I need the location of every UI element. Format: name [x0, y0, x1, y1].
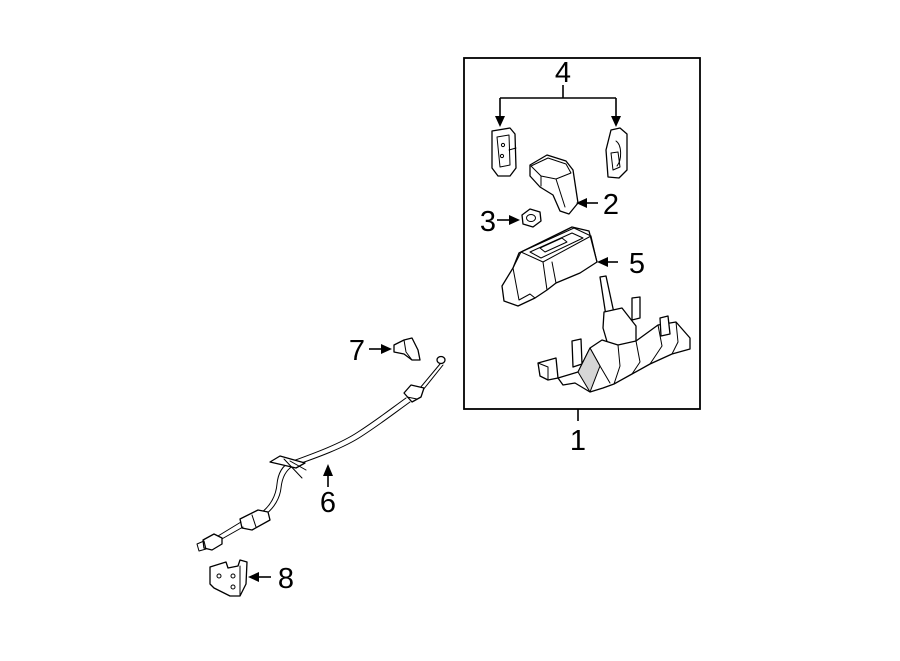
callout-5: 5 [629, 248, 645, 280]
callout-2: 2 [603, 189, 619, 221]
shifter-base [537, 275, 691, 393]
callout-1: 1 [570, 425, 586, 457]
callout-4-bracket [495, 85, 621, 127]
assembly-frame [463, 57, 701, 410]
shift-cable [196, 355, 446, 552]
hex-nut [521, 208, 542, 228]
callout-7: 7 [349, 335, 365, 367]
callout-8: 8 [278, 563, 294, 595]
cable-clip [393, 337, 421, 361]
callout-4: 4 [555, 57, 571, 89]
shift-trim-right [605, 127, 628, 179]
indicator-bezel [501, 226, 598, 307]
shift-knob [529, 154, 579, 215]
callout-6: 6 [320, 487, 336, 519]
shift-trim-left [491, 127, 517, 177]
mount-bracket [209, 559, 248, 597]
callout-3: 3 [480, 206, 496, 238]
